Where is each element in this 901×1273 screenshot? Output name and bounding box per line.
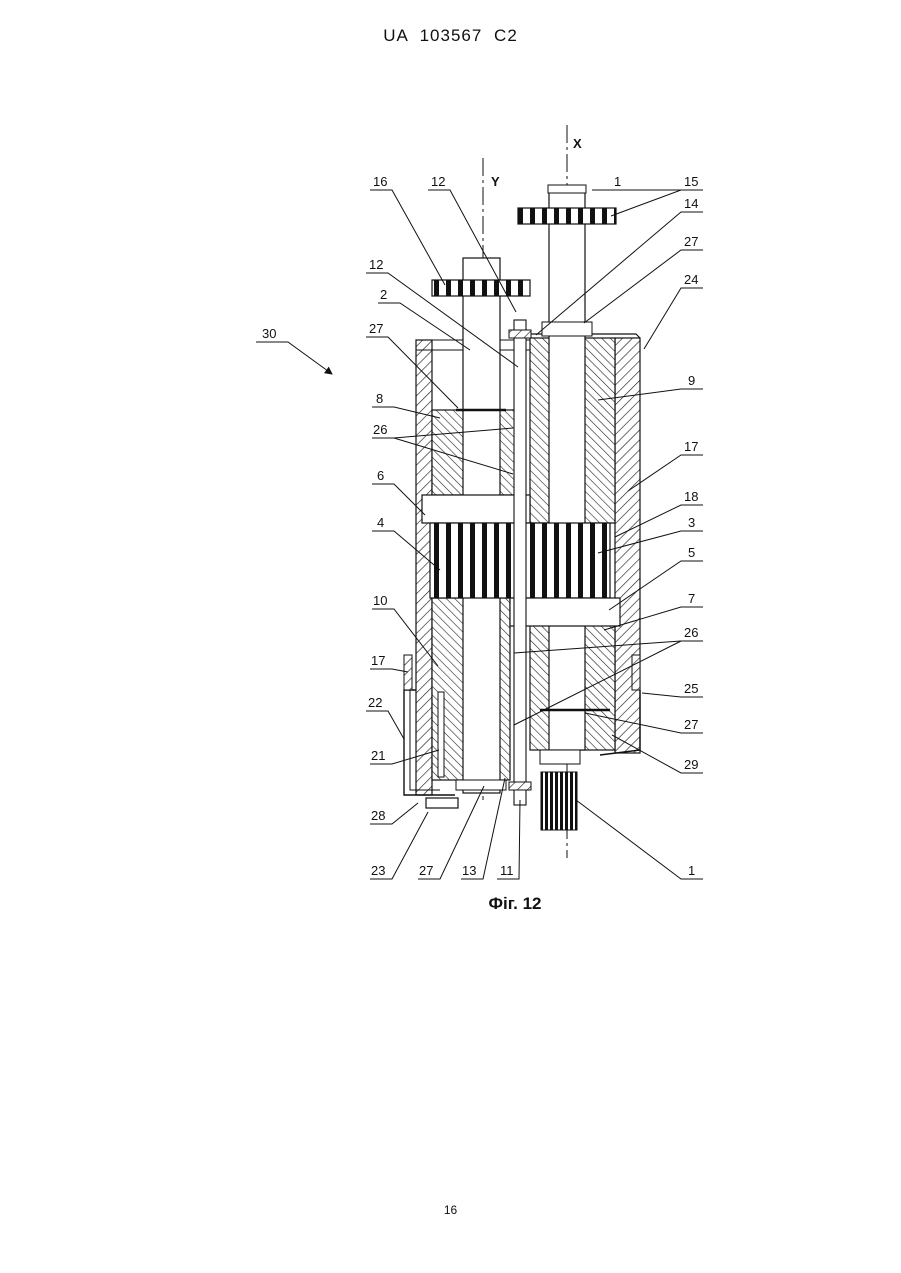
callout-8: 8 [376,391,383,406]
callout-24: 24 [684,272,698,287]
callout-16: 16 [373,174,387,189]
page-number: 16 [0,1203,901,1217]
callout-5: 5 [688,545,695,560]
callout-30: 30 [262,326,276,341]
callout-14: 14 [684,196,698,211]
callout-17-left: 17 [371,653,385,668]
callout-28: 28 [371,808,385,823]
callout-1-bottom: 1 [688,863,695,878]
callout-25: 25 [684,681,698,696]
callout-26-left: 26 [373,422,387,437]
callout-17-right: 17 [684,439,698,454]
axis-y-label: Y [491,174,500,189]
callout-12-top: 12 [431,174,445,189]
callout-6: 6 [377,468,384,483]
callout-7: 7 [688,591,695,606]
leader-30 [256,342,332,374]
gear-15 [518,208,616,224]
callout-27-right-bottom: 27 [684,717,698,732]
callout-4: 4 [377,515,384,530]
callout-21: 21 [371,748,385,763]
callout-23: 23 [371,863,385,878]
callout-27-left-top: 27 [369,321,383,336]
callout-12: 12 [369,257,383,272]
axis-x-label: X [573,136,582,151]
callout-27-bottom: 27 [419,863,433,878]
callout-1-top: 1 [614,174,621,189]
callout-2: 2 [380,287,387,302]
callout-3: 3 [688,515,695,530]
figure-caption: Фіг. 12 [440,894,590,914]
callout-18: 18 [684,489,698,504]
callout-27-right-top: 27 [684,234,698,249]
callout-15: 15 [684,174,698,189]
callout-11: 11 [500,863,514,878]
callout-29: 29 [684,757,698,772]
callout-13: 13 [462,863,476,878]
callout-22: 22 [368,695,382,710]
gear-16 [432,280,530,296]
pin-21 [438,692,444,777]
callout-26-right: 26 [684,625,698,640]
bolt-23 [426,798,458,808]
callout-10: 10 [373,593,387,608]
callout-9: 9 [688,373,695,388]
